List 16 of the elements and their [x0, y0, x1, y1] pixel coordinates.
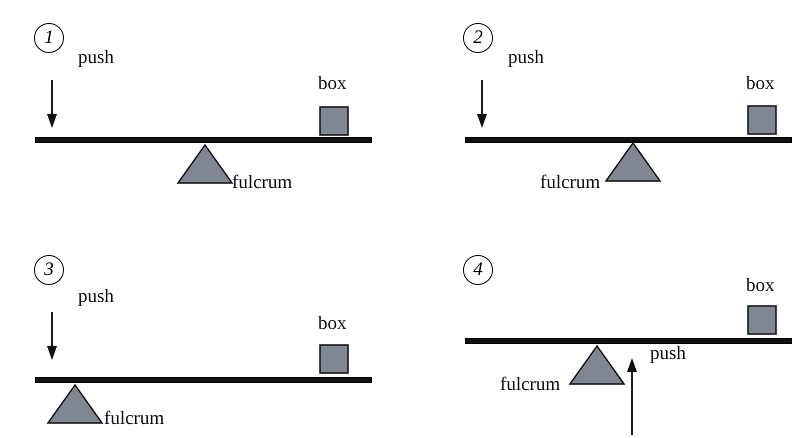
box-label: box: [318, 314, 346, 334]
step-number: 1: [34, 23, 64, 53]
fulcrum-label: fulcrum: [540, 173, 600, 193]
push-label: push: [650, 344, 686, 364]
push-label: push: [78, 48, 114, 68]
fulcrum-label: fulcrum: [104, 409, 164, 429]
box-label: box: [318, 74, 346, 94]
fulcrum-label: fulcrum: [500, 375, 560, 395]
step-number: 2: [463, 23, 493, 53]
step-number: 4: [463, 255, 493, 285]
step-number: 3: [34, 255, 64, 285]
fulcrum-label: fulcrum: [232, 173, 292, 193]
box-label: box: [746, 276, 774, 296]
push-label: push: [78, 287, 114, 307]
push-label: push: [508, 48, 544, 68]
box-label: box: [746, 74, 774, 94]
